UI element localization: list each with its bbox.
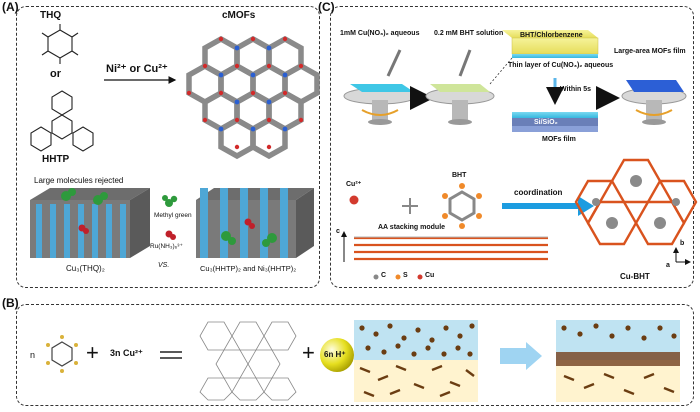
n-label: n [30,350,36,360]
step1-label: 1mM Cu(NO₃)₂ aqueous [340,30,420,37]
thq-molecule [41,24,79,64]
layer-mid-label: Thin layer of Cu(NO₃)₂ aqueous [508,62,614,69]
within-label: Within 5s [560,86,592,93]
vs-label: VS. [158,262,170,269]
cu-b-label: 3n Cu²⁺ [110,348,143,358]
panel-a [16,6,320,288]
axis-ab-arrows [673,247,691,265]
ru-label: Ru(NH₃)₆³⁺ [150,243,183,250]
or-label: or [50,68,61,80]
coordination-label: coordination [514,188,563,197]
dish-step1 [343,49,417,125]
proton-label: 6n H⁺ [324,350,346,359]
plus-1: + [86,340,99,365]
cu-bht-structure [574,158,698,246]
plus-2: + [302,340,315,365]
ru-complex-icon [165,230,176,240]
framework-sketch [199,321,297,401]
cu-bht-label: Cu-BHT [620,272,650,281]
dish-step2 [425,49,495,125]
axis-a-label: a [666,262,670,269]
large-film-label: Large-area MOFs film [614,48,686,55]
hhtp-label: HHTP [42,154,70,165]
coordination-arrow-head [578,196,594,216]
sulfur-legend-icon [395,274,401,280]
methyl-green-label: Methyl green [154,212,192,219]
left-caption: Cu₃(THQ)₂ [66,264,105,273]
axis-c-label: c [336,228,340,235]
stacking-label: AA stacking module [378,224,446,231]
carbon-legend-icon [373,274,379,280]
right-caption: Cu₃(HHTP)₂ and Ni₃(HHTP)₂ [200,264,297,273]
layer-schematic [489,30,599,132]
equals-icon [160,351,182,359]
thq-label: THQ [40,10,62,21]
interface-before [354,320,478,402]
legend-s-label: S [403,272,408,279]
copper-legend-icon [417,274,423,280]
membrane-right [196,188,314,258]
cmofs-label: cMOFs [222,10,256,21]
panel-b-label: (B) [2,296,19,310]
interface-after [556,320,680,402]
substrate-label: Si/SiO₂ [534,119,558,126]
legend-c-label: C [381,272,387,279]
axis-b-label: b [680,240,685,247]
bht-molecule [442,183,482,229]
film-label: MOFs film [542,136,576,143]
membrane-left [30,188,150,258]
transition-arrow [500,342,542,370]
layer-top-label: BHT/Chlorbenzene [520,32,583,39]
dish-step3 [621,80,687,125]
cu-ion-icon [349,195,359,205]
bht-label: BHT [452,172,467,179]
panel-b [16,304,694,406]
panel-c-label: (C) [318,0,335,14]
methyl-green-icon [162,195,178,207]
panel-a-label: (A) [2,0,19,14]
hhtp-molecule [30,90,94,152]
legend-cu-label: Cu [425,272,435,279]
bht-molecule-b [46,335,78,373]
proton-ball [320,338,354,372]
metal-label: Ni²⁺ or Cu²⁺ [106,63,168,75]
step2-label: 0.2 mM BHT solution [434,30,504,37]
aa-stacking-layers [354,236,548,261]
rejected-label: Large molecules rejected [34,176,124,185]
panel-c [330,6,694,288]
plus-icon [402,198,418,214]
cu-ion-label: Cu²⁺ [346,181,362,188]
cmof-lattice [186,35,320,160]
